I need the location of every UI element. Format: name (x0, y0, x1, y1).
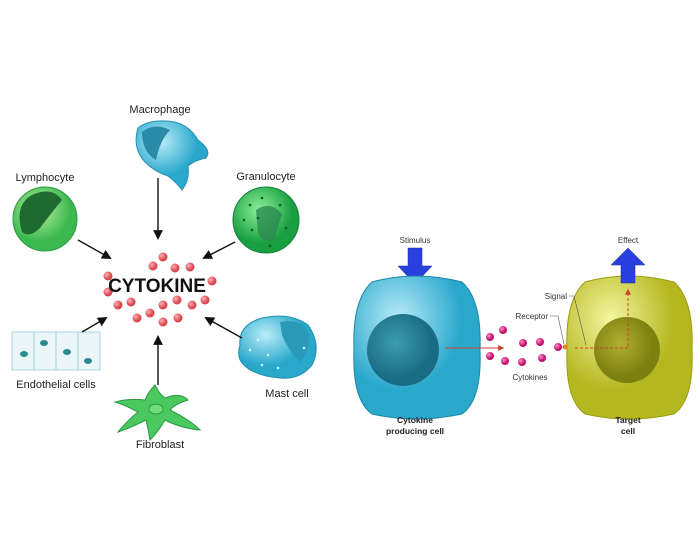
receptor (562, 344, 568, 350)
arrow-granulocyte (202, 241, 236, 259)
macrophage-label: Macrophage (129, 104, 190, 116)
cytokine-particles (103, 252, 217, 327)
endothelial-cells (11, 331, 101, 371)
lymphocyte-label: Lymphocyte (16, 172, 75, 184)
granulocyte-granules (242, 196, 288, 248)
cytokine-center-label: CYTOKINE (108, 276, 206, 297)
cytokines-label: Cytokines (512, 373, 547, 382)
target-cell-caption-2: cell (621, 426, 635, 436)
macrophage-nucleus (142, 126, 170, 160)
target-cell-nucleus (594, 317, 660, 383)
granulocyte-nucleus (256, 205, 282, 241)
mast-cell-granules (248, 338, 306, 370)
signal-pointer (569, 295, 587, 346)
mast-cell-nucleus (280, 321, 309, 362)
arrow-lymphocyte (77, 239, 112, 259)
producing-cell-caption-1: Cytokine (397, 415, 433, 425)
cytokine-molecules (486, 326, 562, 366)
stimulus-label: Stimulus (400, 236, 431, 245)
target-cell-caption-1: Target (615, 415, 641, 425)
receptor-label: Receptor (516, 312, 549, 321)
fibroblast-label: Fibroblast (136, 439, 184, 451)
producing-cell-nucleus (367, 314, 439, 386)
arrow-mast-cell (204, 317, 243, 339)
producing-cell-caption-2: producing cell (386, 426, 444, 436)
signal-path (575, 288, 631, 349)
signal-label: Signal (545, 292, 567, 301)
mast-cell-label: Mast cell (265, 388, 308, 400)
lymphocyte-nucleus (19, 191, 63, 235)
right-panel: Stimulus Cytokines Signal Receptor Effec… (353, 236, 693, 436)
left-panel: Macrophage Lymphocyte Granulocyte CYTOKI… (11, 104, 317, 451)
stimulus-arrow (397, 247, 433, 285)
effect-label: Effect (618, 236, 639, 245)
granulocyte-label: Granulocyte (236, 171, 295, 183)
arrow-endothelial (81, 317, 108, 333)
effect-arrow (610, 247, 646, 284)
receptor-pointer (550, 315, 565, 345)
endothelial-label: Endothelial cells (16, 379, 96, 391)
